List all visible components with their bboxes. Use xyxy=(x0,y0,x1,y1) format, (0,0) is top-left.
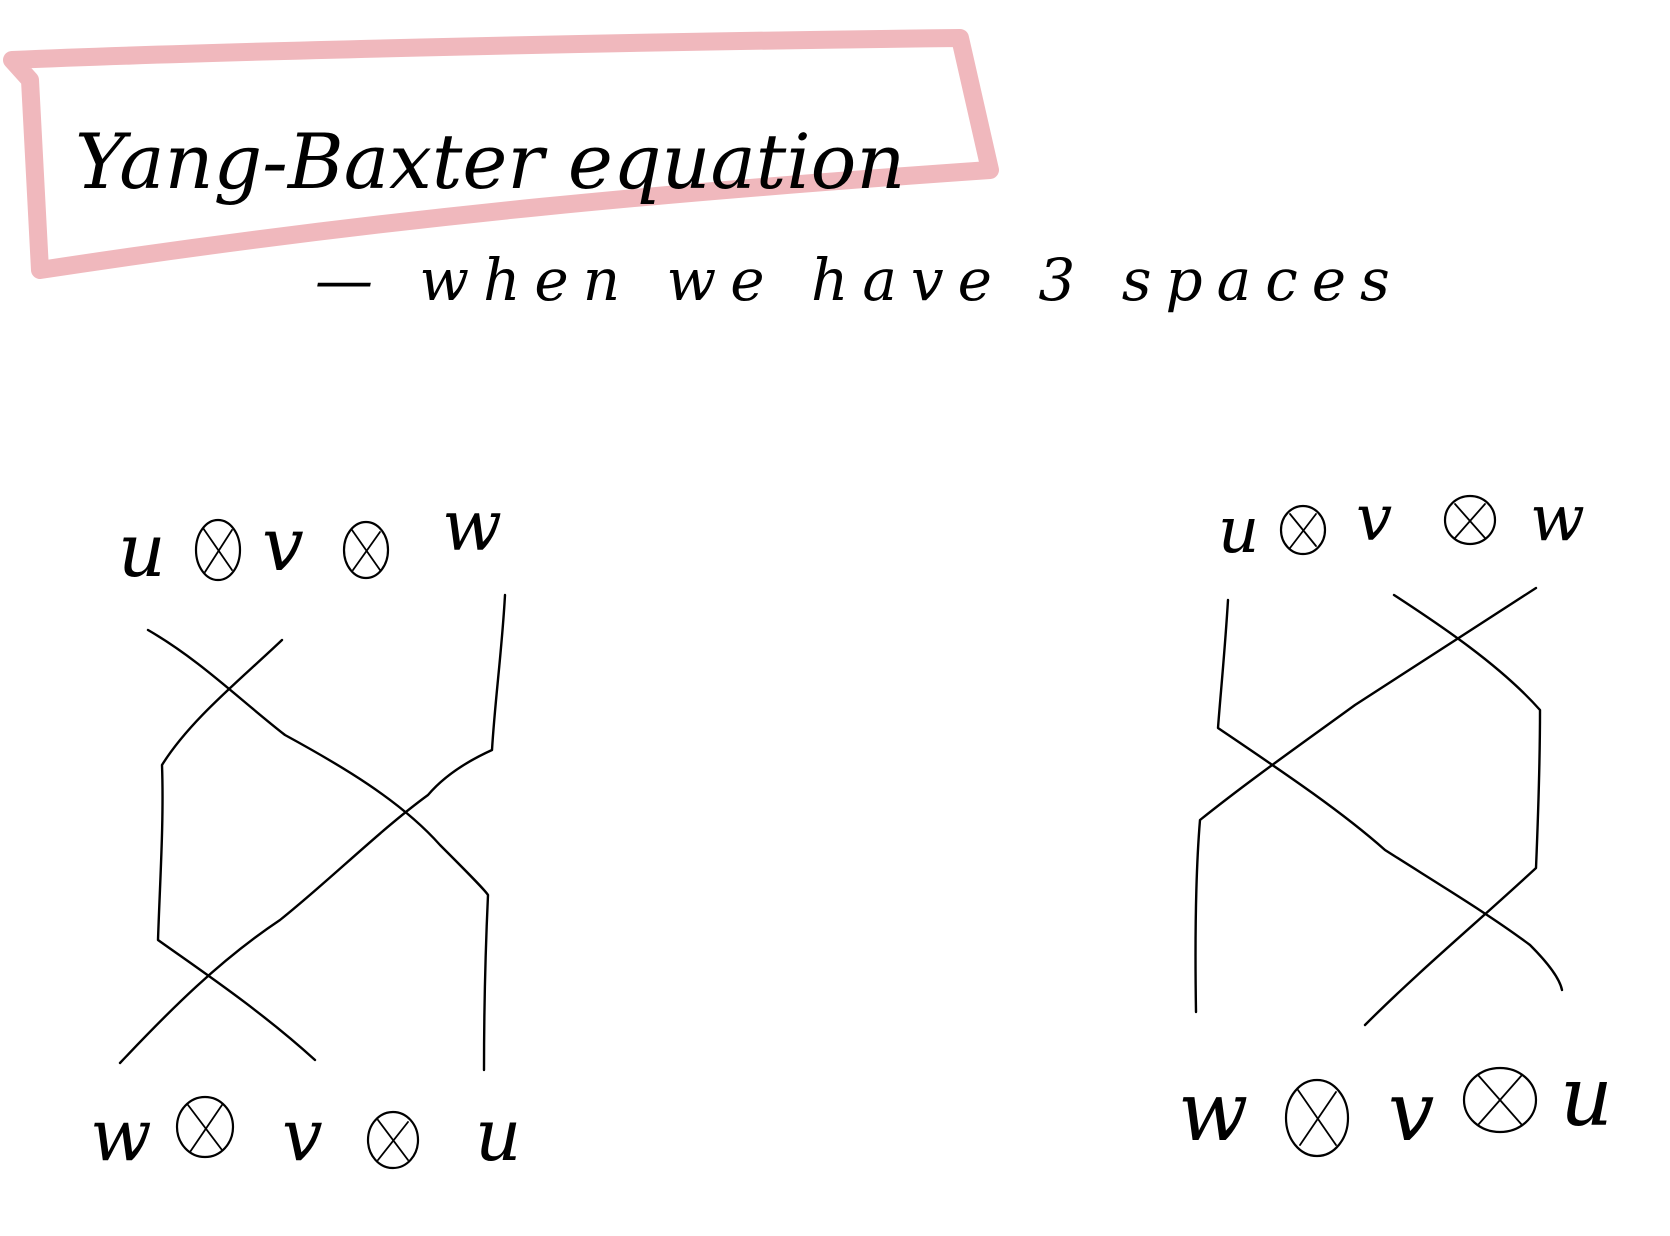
right-top-tensor-2-icon xyxy=(1443,494,1497,546)
left-top-tensor-2-icon xyxy=(342,520,390,580)
right-bottom-tensor-2-icon xyxy=(1462,1066,1538,1134)
left-braid-diagram: u v w w v u xyxy=(90,485,521,1177)
left-strand-u xyxy=(146,628,490,1072)
left-bottom-label-v: v xyxy=(282,1093,323,1177)
right-bottom-label-w: w xyxy=(1178,1065,1248,1160)
left-top-tensor-1-icon xyxy=(194,518,242,582)
title-text: Yang-Baxter equation xyxy=(75,117,905,206)
left-bottom-label-w: w xyxy=(90,1093,152,1177)
right-top-label-u: u xyxy=(1218,494,1259,568)
right-strand-u xyxy=(1216,598,1564,992)
subtitle-text: — when we have 3 spaces xyxy=(315,246,1404,314)
right-top-label-v: v xyxy=(1356,482,1392,556)
left-top-label-w: w xyxy=(442,485,502,567)
title-highlight-box xyxy=(3,29,999,279)
left-bottom-tensor-1-icon xyxy=(175,1095,235,1159)
left-bottom-label-u: u xyxy=(475,1093,521,1177)
right-strand-w xyxy=(1194,586,1538,1014)
right-top-tensor-1-icon xyxy=(1279,504,1327,556)
right-braid-diagram: u v w w v u xyxy=(1178,482,1613,1160)
left-bottom-tensor-2-icon xyxy=(366,1110,420,1170)
left-top-label-u: u xyxy=(118,508,166,594)
right-top-label-w: w xyxy=(1530,482,1585,556)
left-top-label-v: v xyxy=(262,502,304,588)
left-strand-w xyxy=(118,593,507,1065)
right-bottom-label-v: v xyxy=(1388,1065,1434,1160)
right-strand-v xyxy=(1363,593,1542,1027)
left-strand-v xyxy=(156,638,317,1062)
right-bottom-label-u: u xyxy=(1560,1050,1613,1145)
right-bottom-tensor-1-icon xyxy=(1284,1078,1350,1158)
title-highlight-stroke xyxy=(3,29,999,279)
